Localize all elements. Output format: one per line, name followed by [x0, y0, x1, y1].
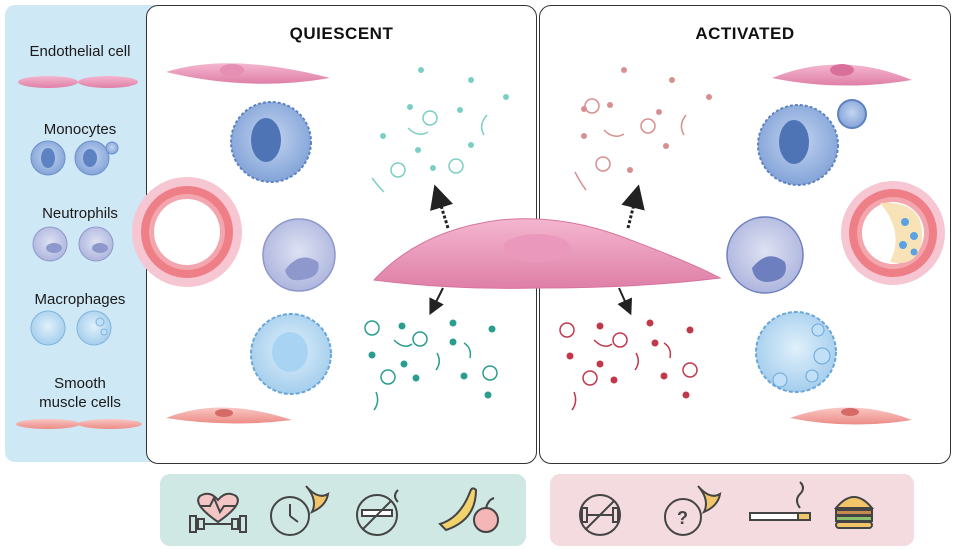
activated-vesicles-bottom — [559, 319, 698, 411]
legend-monocytes — [30, 140, 119, 176]
activated-neutrophil — [726, 216, 804, 294]
quiescent-smooth-muscle-cell — [166, 407, 292, 424]
quiescent-macrophage — [250, 313, 332, 395]
quiescent-neutrophil — [262, 218, 336, 292]
quiescent-title: QUIESCENT — [289, 24, 394, 43]
no-exercise-icon — [579, 494, 621, 536]
activated-monocyte — [757, 99, 867, 186]
legend-label-endothelial: Endothelial cell — [29, 43, 131, 60]
activated-endothelial-cell — [772, 64, 912, 86]
quiescent-monocyte — [230, 101, 312, 183]
activated-title: ACTIVATED — [695, 24, 795, 43]
legend-neutrophils — [32, 226, 114, 262]
svg-text:?: ? — [677, 508, 688, 528]
legend-macrophages — [30, 310, 112, 346]
legend-label-muscle-cells: muscle cells — [39, 394, 121, 411]
legend-label-neutrophils: Neutrophils — [42, 205, 118, 222]
central-endothelial-cell — [372, 218, 722, 289]
healthy-vessel-icon — [132, 177, 242, 287]
quiescent-vesicles-top — [371, 67, 509, 193]
quiescent-endothelial-cell — [166, 63, 330, 84]
secretion-arrows — [429, 184, 645, 316]
cigarette-icon — [749, 481, 811, 521]
burger-icon — [833, 496, 875, 529]
legend-smooth-muscle-cells — [16, 419, 142, 429]
activated-smooth-muscle-cell — [790, 407, 912, 425]
clock-moon-icon — [270, 485, 330, 536]
legend-label-macrophages: Macrophages — [34, 291, 126, 308]
activated-vesicles-top — [574, 67, 712, 191]
fruit-icon — [438, 487, 499, 533]
no-smoking-icon — [356, 489, 399, 536]
atherosclerotic-vessel-icon — [841, 181, 945, 285]
heart-exercise-icon — [189, 492, 247, 533]
activated-macrophage — [755, 311, 837, 393]
question-moon-icon: ? — [664, 485, 722, 536]
legend-endothelial-cells — [18, 76, 138, 88]
quiescent-vesicles-bottom — [364, 319, 498, 411]
legend-label-smooth: Smooth — [54, 375, 106, 392]
legend-label-monocytes: Monocytes — [43, 121, 117, 138]
